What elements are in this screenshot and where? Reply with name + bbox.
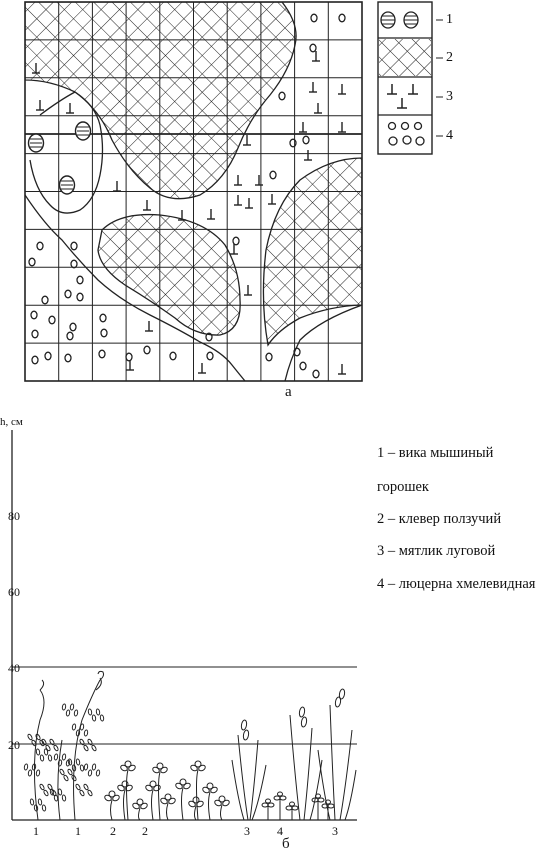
t-mark xyxy=(255,175,263,186)
small-circle xyxy=(99,313,107,323)
small-circle xyxy=(31,355,39,365)
x-label-1a: 1 xyxy=(33,824,39,838)
small-circle xyxy=(28,257,36,267)
species-legend-line-3: 2 – клевер ползучий xyxy=(377,511,502,527)
striped-oval xyxy=(27,133,45,153)
small-circle xyxy=(265,352,273,362)
t-mark xyxy=(312,51,320,62)
t-mark xyxy=(338,84,346,95)
vegetation-map xyxy=(0,0,554,420)
vetch-stem xyxy=(33,689,45,821)
small-circle xyxy=(338,13,346,23)
t-mark xyxy=(304,150,312,161)
t-mark xyxy=(126,360,134,371)
small-circle-icon xyxy=(387,121,425,146)
t-mark xyxy=(338,122,346,133)
species-legend-line-5: 4 – люцерна хмелевидная xyxy=(377,576,536,592)
y-tick-40: 40 xyxy=(8,661,20,675)
striped-oval xyxy=(74,121,92,141)
striped-oval-icon xyxy=(380,11,419,29)
small-circle xyxy=(69,322,77,332)
legend-label-2: 2 xyxy=(446,50,453,65)
small-circle xyxy=(312,369,320,379)
y-tick-80: 80 xyxy=(8,509,20,523)
caption-a: а xyxy=(285,384,292,400)
small-circle xyxy=(205,332,213,342)
t-mark xyxy=(244,285,252,296)
small-circle xyxy=(76,292,84,302)
small-circle xyxy=(70,241,78,251)
legend-label-3: 3 xyxy=(446,89,453,104)
t-mark xyxy=(230,244,238,255)
small-circle xyxy=(169,351,177,361)
t-mark xyxy=(314,103,322,114)
small-circle xyxy=(70,259,78,269)
small-circle xyxy=(64,289,72,299)
caption-b: б xyxy=(282,836,290,852)
t-mark xyxy=(113,181,121,192)
small-circle xyxy=(30,310,38,320)
t-mark xyxy=(309,82,317,93)
x-label-3a: 3 xyxy=(244,824,250,838)
t-mark xyxy=(299,122,307,133)
crosshatch-icon xyxy=(379,39,431,76)
legend-label-1: 1 xyxy=(446,12,453,27)
small-circle xyxy=(125,352,133,362)
small-circle xyxy=(299,361,307,371)
t-mark xyxy=(207,209,215,220)
small-circle xyxy=(206,351,214,361)
x-label-4: 4 xyxy=(277,824,283,838)
small-circle xyxy=(310,13,318,23)
small-circle xyxy=(41,295,49,305)
y-tick-60: 60 xyxy=(8,585,20,599)
small-circle xyxy=(64,353,72,363)
small-circle xyxy=(289,138,297,148)
species-legend-line-4: 3 – мятлик луговой xyxy=(377,543,496,559)
small-circle xyxy=(293,347,301,357)
small-circle xyxy=(31,329,39,339)
t-mark xyxy=(245,198,253,209)
small-circle xyxy=(232,236,240,246)
small-circle xyxy=(66,331,74,341)
x-label-1b: 1 xyxy=(75,824,81,838)
striped-oval xyxy=(58,175,76,195)
t-mark xyxy=(36,100,44,111)
small-circle xyxy=(36,241,44,251)
t-mark xyxy=(234,175,242,186)
species-legend-line-2: горошек xyxy=(377,479,429,495)
t-mark xyxy=(66,103,74,114)
small-circle xyxy=(269,170,277,180)
t-mark xyxy=(243,135,251,146)
small-circle xyxy=(143,345,151,355)
map-legend xyxy=(377,1,443,155)
small-circle xyxy=(100,328,108,338)
small-circle xyxy=(44,351,52,361)
small-circle xyxy=(48,315,56,325)
vetch-stem xyxy=(73,679,101,821)
species-legend-line-1: 1 – вика мышиный xyxy=(377,445,494,461)
small-circle xyxy=(76,275,84,285)
small-circle xyxy=(309,43,317,53)
t-mark xyxy=(145,321,153,332)
t-mark xyxy=(338,364,346,375)
t-mark xyxy=(143,200,151,211)
x-label-2b: 2 xyxy=(142,824,148,838)
small-circle xyxy=(278,91,286,101)
small-circle xyxy=(98,349,106,359)
t-mark xyxy=(178,210,186,221)
hatched-area-right xyxy=(262,157,362,347)
y-tick-20: 20 xyxy=(8,738,20,752)
t-mark xyxy=(198,363,206,374)
x-label-3b: 3 xyxy=(332,824,338,838)
y-axis-label: h, см xyxy=(0,416,23,428)
t-mark xyxy=(32,63,40,74)
t-mark xyxy=(268,194,276,205)
x-label-2a: 2 xyxy=(110,824,116,838)
t-mark-icon xyxy=(387,84,418,109)
t-mark xyxy=(234,195,242,206)
legend-label-4: 4 xyxy=(446,128,453,143)
small-circle xyxy=(302,135,310,145)
